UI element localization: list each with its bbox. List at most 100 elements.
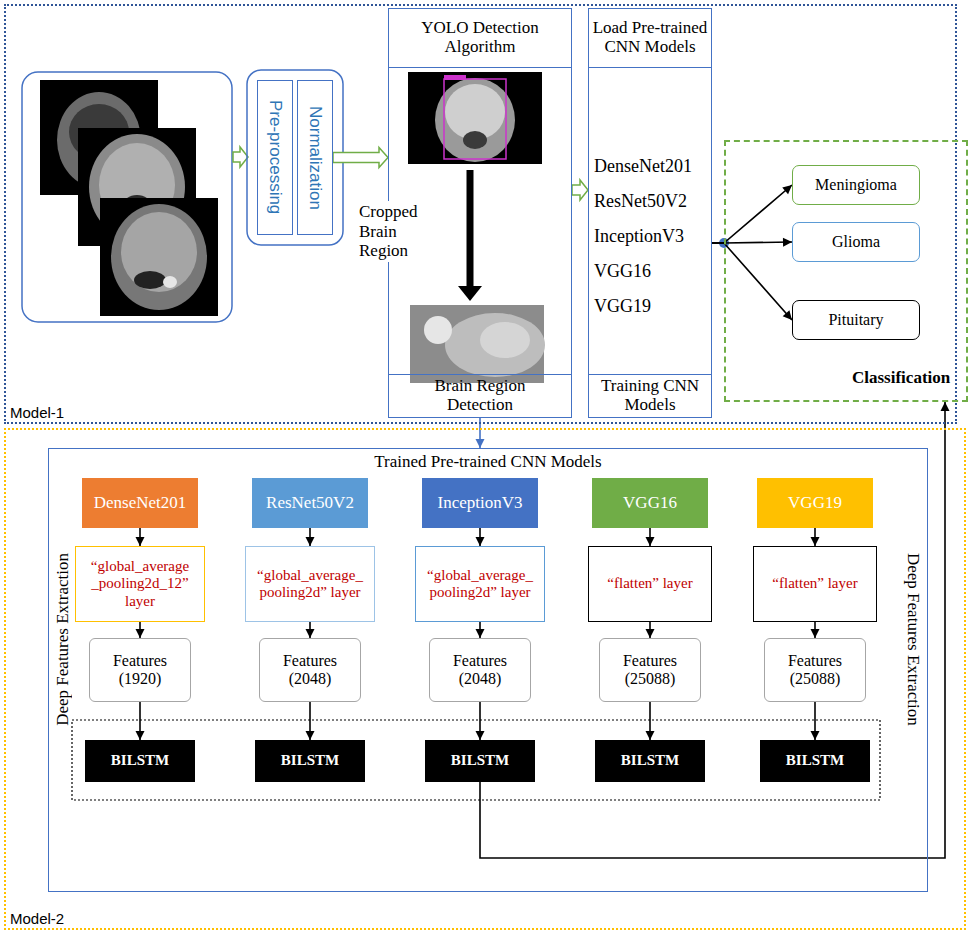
arrow-head xyxy=(136,731,145,740)
bilstm-box: BILSTM xyxy=(255,740,365,782)
model-name: DenseNet201 xyxy=(589,156,692,177)
classification-region: Classification MeningiomaGliomaPituitary xyxy=(724,140,968,402)
bounding-box xyxy=(444,79,506,159)
class-box: Meningioma xyxy=(792,165,920,205)
column-header: YOLO Detection Algorithm xyxy=(389,9,571,67)
box-label: BILSTM xyxy=(111,752,169,769)
connector xyxy=(136,622,145,638)
connector xyxy=(476,702,485,740)
stage-column: Load Pre-trained CNN ModelsTraining CNN … xyxy=(588,8,712,418)
region-title: Classification xyxy=(852,368,950,388)
box-label: “global_average_ pooling2d” layer xyxy=(420,567,540,602)
arrow-head xyxy=(306,537,315,546)
box-label: “global_average _pooling2d_12” layer xyxy=(80,558,200,610)
arrow-head xyxy=(811,731,820,740)
model-tag: InceptionV3 xyxy=(422,478,538,528)
connector xyxy=(811,702,820,740)
class-box: Pituitary xyxy=(792,300,920,340)
box-label: “flatten” layer xyxy=(772,575,857,592)
arrow-head xyxy=(811,537,820,546)
arrow-head xyxy=(476,537,485,546)
connector xyxy=(306,702,315,740)
box-label: VGG19 xyxy=(788,493,842,513)
mri-head xyxy=(111,204,207,310)
step-box: Normalization xyxy=(297,80,333,235)
mri-spot xyxy=(134,271,166,289)
layer-box: “flatten” layer xyxy=(588,546,712,622)
arrow-head xyxy=(476,439,485,448)
step-label: Pre-processing xyxy=(265,100,285,214)
model-region: Model-1 Pre-processing Normalization YOLO D… xyxy=(4,4,957,424)
bounding-box-tag xyxy=(444,75,466,80)
connector xyxy=(136,702,145,740)
connector xyxy=(136,528,145,546)
divider xyxy=(389,374,571,375)
feature-box: Features (25088) xyxy=(764,638,866,702)
flow-arrow xyxy=(572,180,588,200)
crop-arrow-head xyxy=(458,286,482,301)
bilstm-box: BILSTM xyxy=(85,740,195,782)
bilstm-group xyxy=(72,720,880,800)
preprocessing-box xyxy=(247,70,343,245)
box-label: InceptionV3 xyxy=(438,493,523,513)
divider xyxy=(389,67,571,68)
mri-head xyxy=(435,78,515,162)
mri-tissue xyxy=(121,212,197,292)
mri-ground xyxy=(410,305,544,383)
box-label: Features (1920) xyxy=(94,652,186,689)
mri-tumor xyxy=(424,316,452,344)
mri-tissue xyxy=(445,313,545,377)
box-label: BILSTM xyxy=(281,752,339,769)
model-tag: VGG19 xyxy=(757,478,873,528)
connector xyxy=(646,528,655,546)
mri-spot xyxy=(163,276,177,288)
arrow-head xyxy=(306,629,315,638)
column-footer: Training CNN Models xyxy=(589,375,711,417)
class-box: Glioma xyxy=(792,222,920,262)
arrow-head xyxy=(646,731,655,740)
arrow-head xyxy=(782,185,792,194)
step-label: Normalization xyxy=(305,106,325,210)
cropped-image xyxy=(410,305,545,383)
box-label: VGG16 xyxy=(623,493,677,513)
arrow-head xyxy=(941,402,950,411)
stage-column: YOLO Detection AlgorithmBrain Region Det… xyxy=(388,8,572,418)
feature-box: Features (2048) xyxy=(429,638,531,702)
flow-arrow xyxy=(233,147,248,167)
image-stack-box xyxy=(22,72,232,322)
divider xyxy=(589,374,711,375)
box-label: Features (2048) xyxy=(434,652,526,689)
connector xyxy=(476,622,485,638)
bilstm-box: BILSTM xyxy=(595,740,705,782)
mri-ground xyxy=(408,72,542,164)
box-label: Features (2048) xyxy=(264,652,356,689)
model-name: InceptionV3 xyxy=(589,226,684,247)
model-panel: Trained Pre-trained CNN ModelsDeep Featu… xyxy=(48,448,928,892)
bilstm-box: BILSTM xyxy=(760,740,870,782)
arrow-head xyxy=(136,537,145,546)
model-region: Model-2Trained Pre-trained CNN ModelsDee… xyxy=(4,428,966,930)
connector xyxy=(306,528,315,546)
arrow-head xyxy=(646,629,655,638)
model-name: VGG16 xyxy=(589,261,651,282)
image-caption: Cropped Brain Region xyxy=(357,201,441,262)
region-label: Model-1 xyxy=(10,404,64,421)
mri-ground xyxy=(100,198,218,316)
box-label: “global_average_ pooling2d” layer xyxy=(250,567,370,602)
layer-box: “flatten” layer xyxy=(753,546,877,622)
arrow-head xyxy=(136,629,145,638)
box-label: ResNet50V2 xyxy=(266,493,354,513)
feature-box: Features (2048) xyxy=(259,638,361,702)
mri-spot xyxy=(463,131,487,149)
box-label: Meningioma xyxy=(815,176,897,194)
arrow-head xyxy=(306,731,315,740)
divider xyxy=(589,67,711,68)
box-label: DenseNet201 xyxy=(94,493,187,513)
model-tag: VGG16 xyxy=(592,478,708,528)
connector xyxy=(811,622,820,638)
column-header: Load Pre-trained CNN Models xyxy=(589,9,711,67)
box-label: “flatten” layer xyxy=(607,575,692,592)
side-title: Deep Features Extraction xyxy=(903,553,923,726)
box-label: BILSTM xyxy=(451,752,509,769)
